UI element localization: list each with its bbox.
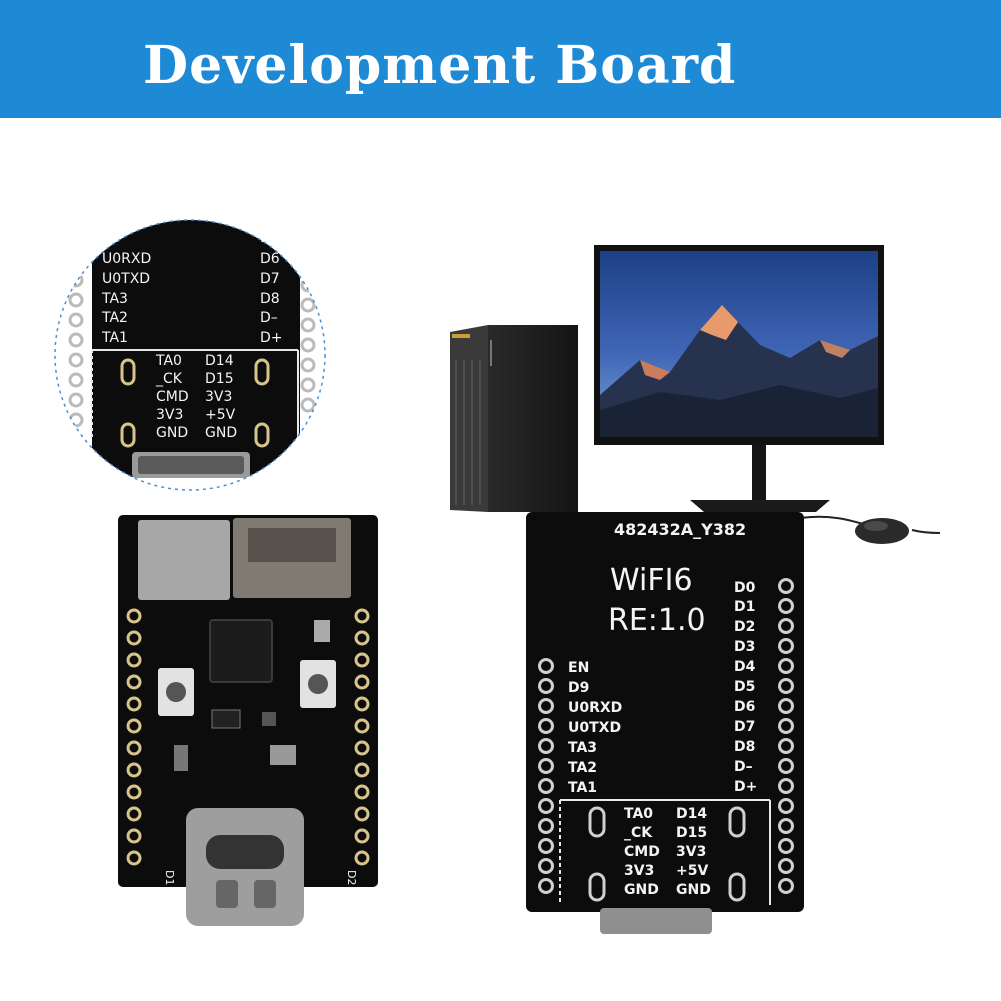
front-left-pins (126, 608, 142, 866)
back-bottom-right-label: GND (676, 882, 711, 898)
inset-left-pins (68, 272, 84, 428)
inset-left-label: U0RXD (102, 251, 151, 267)
front-pin-label: D1 (163, 870, 176, 885)
inset-bottom-right-label: D15 (205, 371, 234, 387)
inset-bottom-left-label: 3V3 (156, 407, 183, 423)
front-pin-label: D2 (345, 870, 358, 885)
inset-right-label: D– (260, 310, 278, 326)
back-left-label: TA3 (568, 740, 597, 756)
monitor (594, 245, 884, 512)
front-board: D1 D2 (118, 515, 378, 926)
inset-bottom-right-label: GND (205, 425, 237, 441)
back-left-label: U0TXD (568, 720, 621, 736)
back-bottom-left-label: _CK (624, 825, 653, 841)
inset-left-label: TA2 (101, 310, 128, 326)
board-revision: RE:1.0 (608, 603, 706, 638)
inset-bottom-left-label: _CK (155, 371, 183, 387)
inset-bottom-left-label: GND (156, 425, 188, 441)
desktop-tower (450, 325, 578, 512)
back-bottom-right-label: D14 (676, 806, 707, 822)
back-right-label: D8 (734, 739, 755, 755)
back-left-label: D9 (568, 680, 589, 696)
product-scene: D9 U0RXD U0TXD TA3 TA2 TA1 D D6 D7 D8 D–… (54, 219, 941, 934)
inset-left-label: U0TXD (102, 271, 150, 287)
back-right-label: D4 (734, 659, 756, 675)
inset-pcb (92, 220, 300, 477)
back-board: 482432A_Y382 WiFI6 RE:1.0 (526, 512, 804, 934)
back-right-label: D0 (734, 580, 756, 596)
inset-bottom-left-label: CMD (156, 389, 189, 405)
back-left-pins (538, 658, 554, 894)
board-serial: 482432A_Y382 (614, 520, 746, 539)
back-right-label: D+ (734, 779, 757, 795)
back-bottom-right-label: 3V3 (676, 844, 706, 860)
back-right-label: D2 (734, 619, 755, 635)
back-bottom-left-label: GND (624, 882, 659, 898)
back-left-label: EN (568, 660, 589, 676)
inset-left-label: D9 (102, 230, 122, 246)
back-bottom-left-label: TA0 (624, 806, 653, 822)
inset-left-label: TA1 (101, 330, 128, 346)
back-right-label: D5 (734, 679, 755, 695)
back-left-label: U0RXD (568, 700, 622, 716)
mcu-chip (209, 619, 273, 683)
back-bottom-right-label: D15 (676, 825, 707, 841)
back-right-label: D7 (734, 719, 755, 735)
inset-bottom-right-label: +5V (205, 407, 236, 423)
inset-right-label: D+ (260, 330, 283, 346)
inset-left-label: TA3 (101, 291, 128, 307)
back-left-label: TA2 (568, 760, 597, 776)
inset-bottom-left-label: TA0 (155, 353, 182, 369)
zoom-inset: D9 U0RXD U0TXD TA3 TA2 TA1 D D6 D7 D8 D–… (54, 219, 326, 491)
front-right-pins (354, 608, 370, 866)
back-right-pins (778, 578, 794, 894)
back-bottom-left-label: CMD (624, 844, 660, 860)
back-left-label: TA1 (568, 780, 597, 796)
inset-bottom-right-label: D14 (205, 353, 234, 369)
back-bottom-right-label: +5V (676, 863, 708, 879)
mouse (799, 515, 941, 544)
back-right-label: D1 (734, 599, 755, 615)
back-bottom-left-label: 3V3 (624, 863, 654, 879)
back-right-label: D3 (734, 639, 755, 655)
inset-right-label: D6 (260, 251, 280, 267)
header-banner: Development Board (0, 0, 1001, 118)
back-right-label: D6 (734, 699, 755, 715)
page-title: Development Board (143, 35, 737, 96)
board-model: WiFI6 (610, 563, 693, 598)
inset-bottom-right-label: 3V3 (205, 389, 232, 405)
inset-right-label: D8 (260, 291, 280, 307)
inset-right-label: D7 (260, 271, 280, 287)
back-right-label: D– (734, 759, 753, 775)
